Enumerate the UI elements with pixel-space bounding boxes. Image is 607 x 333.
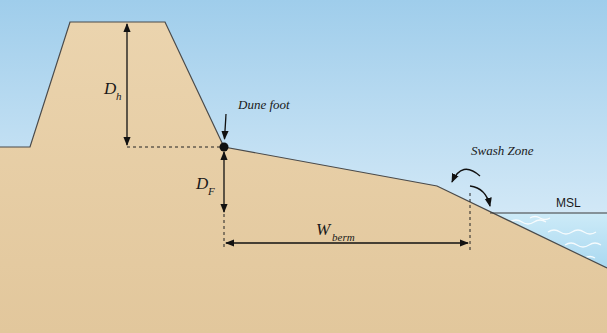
profile-outline	[0, 22, 607, 268]
reference-lines	[127, 147, 470, 250]
dimension-symbol: D	[196, 175, 208, 192]
dimension-symbol: D	[104, 80, 116, 97]
dune-foot-label: Dune foot	[238, 98, 290, 111]
dimension-subscript: h	[116, 91, 122, 102]
msl-line	[490, 212, 607, 213]
dimension-arrows	[127, 24, 490, 243]
sand-body	[0, 22, 607, 333]
dimension-subscript: berm	[332, 232, 355, 243]
dimension-symbol: W	[316, 221, 330, 238]
dimension-subscript: F	[208, 186, 215, 197]
msl-label: MSL	[556, 197, 581, 209]
dune-foot-dot	[220, 143, 229, 152]
swash-zone-label: Swash Zone	[471, 144, 533, 157]
